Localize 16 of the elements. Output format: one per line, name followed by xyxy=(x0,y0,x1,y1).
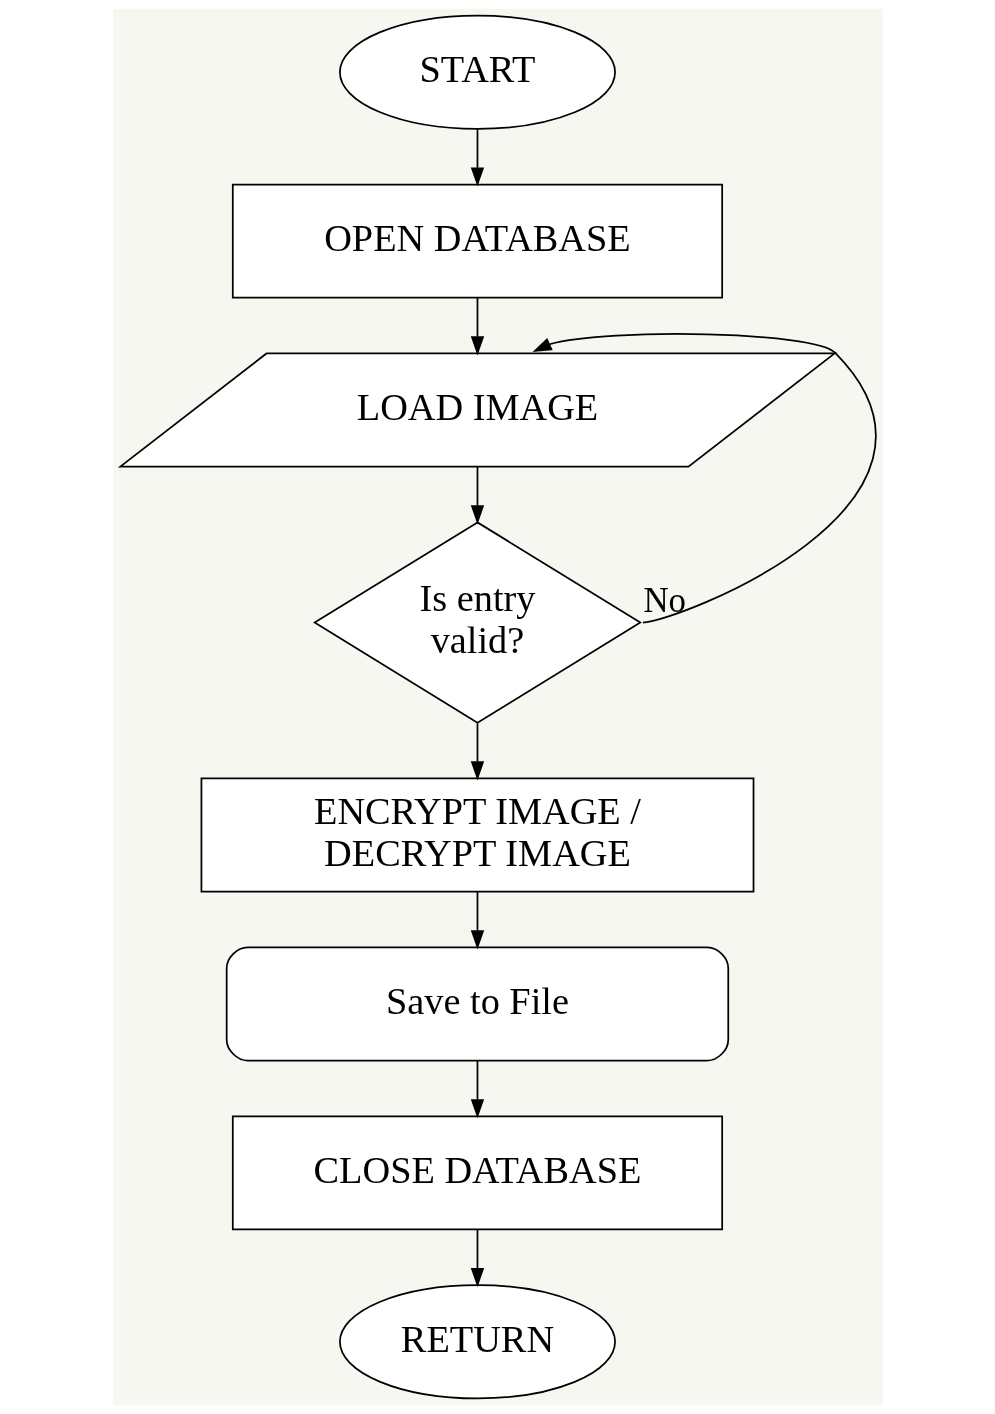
edge-label: No xyxy=(642,581,686,621)
arrow xyxy=(470,890,484,950)
arrow xyxy=(470,297,484,356)
arrow xyxy=(470,128,484,187)
node-ellipse: START xyxy=(338,14,616,130)
arrow xyxy=(532,333,876,624)
node-diamond: Is entry valid? xyxy=(312,521,642,724)
node-box: Save to File xyxy=(225,946,729,1062)
arrow xyxy=(470,1059,484,1119)
node-box: OPEN DATABASE xyxy=(231,183,723,299)
node-box: ENCRYPT IMAGE / DECRYPT IMAGE xyxy=(200,777,754,893)
arrow xyxy=(470,722,484,781)
node-box: CLOSE DATABASE xyxy=(231,1115,723,1231)
node-ellipse: RETURN xyxy=(338,1284,616,1400)
arrow xyxy=(470,465,484,525)
arrow xyxy=(470,1228,484,1288)
